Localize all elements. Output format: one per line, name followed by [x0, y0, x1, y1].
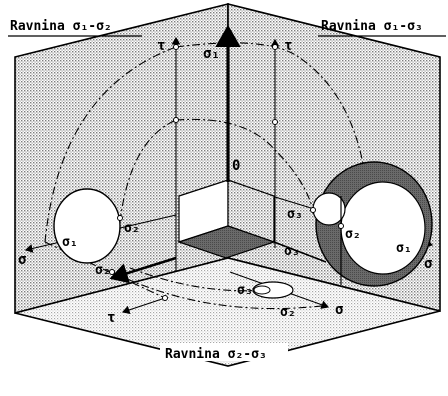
- mohr-circles-s1-s3: [312, 161, 433, 287]
- plane-s2-s3-floor: [14, 257, 441, 367]
- tau-label-left: τ: [157, 38, 165, 54]
- sigma-label-left: σ: [18, 252, 26, 268]
- plane-title-s2-s3: Ravnina σ₂-σ₃: [160, 343, 288, 362]
- sigma-label-right: σ: [424, 256, 432, 272]
- sigma1-label-left: σ₁: [62, 235, 78, 250]
- tau-label-right: τ: [284, 38, 292, 54]
- point-markers: [109, 44, 344, 301]
- mohr-circle-s1-s2: [53, 188, 121, 264]
- svg-text:Ravnina σ₁-σ₃: Ravnina σ₁-σ₃: [321, 19, 423, 34]
- sigma3-label-right: σ₃: [287, 207, 303, 222]
- origin-label: 0: [232, 158, 240, 174]
- sigma2-principal-arrow: [109, 256, 177, 284]
- tau-axis-floor: [121, 297, 166, 315]
- sigma2-label-left: σ₂: [124, 221, 140, 236]
- tau-axes: [121, 36, 280, 315]
- sigma1-label-right: σ₁: [396, 241, 412, 256]
- sigma3-principal-arrow: [273, 241, 327, 263]
- plane-title-s1-s2: Ravnina σ₁-σ₂: [8, 19, 142, 37]
- central-cube: [177, 179, 276, 259]
- sigma2-label-floor-right: σ₂: [280, 305, 296, 320]
- svg-text:Ravnina σ₂-σ₃: Ravnina σ₂-σ₃: [165, 347, 267, 362]
- tau-label-floor: τ: [107, 310, 115, 326]
- sigma3-label-floor: σ₃: [237, 283, 253, 298]
- sigma2-label-right: σ₂: [345, 227, 361, 242]
- sigma-label-floor: σ: [335, 302, 343, 318]
- svg-text:Ravnina σ₁-σ₂: Ravnina σ₁-σ₂: [10, 19, 112, 34]
- plane-title-s1-s3: Ravnina σ₁-σ₃: [318, 19, 446, 37]
- sigma1-axis-label: σ₁: [203, 46, 220, 62]
- sigma3-label-floor-wall: σ₃: [284, 244, 300, 259]
- sigma2-label-floor: σ₂: [95, 263, 111, 278]
- mohr-circles-s2-s3: [252, 281, 294, 299]
